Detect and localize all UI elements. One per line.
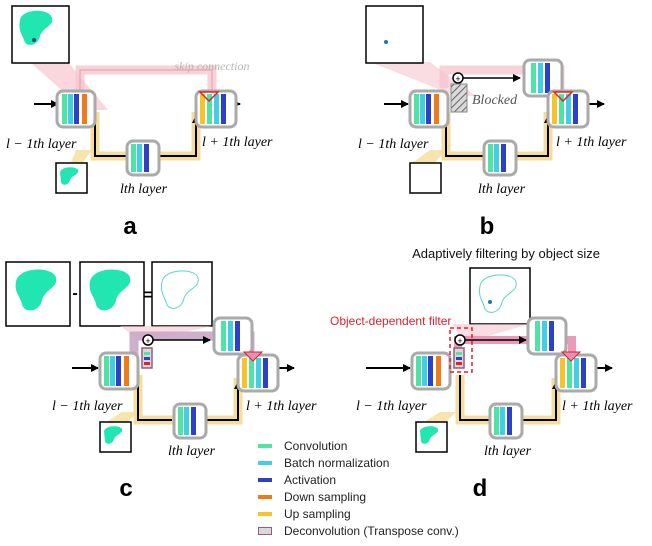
svg-text:+: + bbox=[145, 336, 150, 346]
legend-label: Activation bbox=[284, 473, 337, 487]
label-prev-layer: l − 1th layer bbox=[52, 399, 123, 414]
add-node-icon bbox=[452, 72, 464, 84]
label-curr-layer: lth layer bbox=[484, 444, 532, 459]
skip-connection-label: skip connection bbox=[175, 59, 250, 73]
panel-letter-b: b bbox=[480, 213, 495, 240]
object-dependent-filter-label: Object-dependent filter bbox=[330, 314, 451, 328]
label-next-layer: l + 1th layer bbox=[562, 399, 633, 414]
merge-icon bbox=[198, 91, 220, 103]
legend-swatch bbox=[258, 527, 272, 535]
svg-text:+: + bbox=[457, 336, 462, 346]
panel-c: - = + l − 1th layer lth layer l + 1th la… bbox=[5, 261, 317, 502]
label-curr-layer: lth layer bbox=[478, 182, 526, 197]
label-prev-layer: l − 1th layer bbox=[6, 137, 77, 152]
blocked-filter bbox=[450, 83, 468, 113]
panel-b: + Blocked l − 1th layer lth layer l + 1t… bbox=[358, 5, 627, 240]
blocked-label: Blocked bbox=[472, 93, 518, 108]
legend-swatch bbox=[258, 495, 272, 499]
object-dependent-filter-box bbox=[449, 327, 473, 373]
panel-letter-d: d bbox=[473, 475, 488, 502]
bottleneck-funnel bbox=[70, 150, 92, 166]
label-prev-layer: l − 1th layer bbox=[356, 399, 427, 414]
legend-label: Batch normalization bbox=[284, 456, 390, 470]
label-next-layer: l + 1th layer bbox=[556, 135, 627, 150]
legend-swatch bbox=[258, 461, 272, 465]
label-curr-layer: lth layer bbox=[120, 182, 168, 197]
object-shape bbox=[19, 10, 53, 45]
label-next-layer: l + 1th layer bbox=[202, 135, 273, 150]
legend-swatch bbox=[258, 444, 272, 448]
panel-d-title: Adaptively filtering by object size bbox=[412, 246, 600, 261]
minus-sign: - bbox=[72, 285, 77, 302]
panel-a: skip connection l − 1th layer lth layer … bbox=[6, 5, 273, 240]
legend-swatch bbox=[258, 512, 272, 516]
legend-label: Down sampling bbox=[284, 490, 367, 504]
legend-label: Deconvolution (Transpose conv.) bbox=[284, 524, 459, 538]
label-curr-layer: lth layer bbox=[168, 444, 216, 459]
label-prev-layer: l − 1th layer bbox=[358, 137, 429, 152]
panel-d: Adaptively filtering by object size + Ob… bbox=[330, 246, 633, 502]
panel-letter-a: a bbox=[123, 213, 137, 240]
legend-label: Convolution bbox=[284, 439, 348, 453]
legend-label: Up sampling bbox=[284, 507, 351, 521]
skip-connection-path bbox=[75, 65, 217, 104]
panel-letter-c: c bbox=[119, 475, 132, 502]
svg-text:+: + bbox=[455, 74, 460, 84]
equals-sign: = bbox=[143, 287, 152, 304]
label-next-layer: l + 1th layer bbox=[246, 399, 317, 414]
legend-swatch bbox=[258, 478, 272, 482]
